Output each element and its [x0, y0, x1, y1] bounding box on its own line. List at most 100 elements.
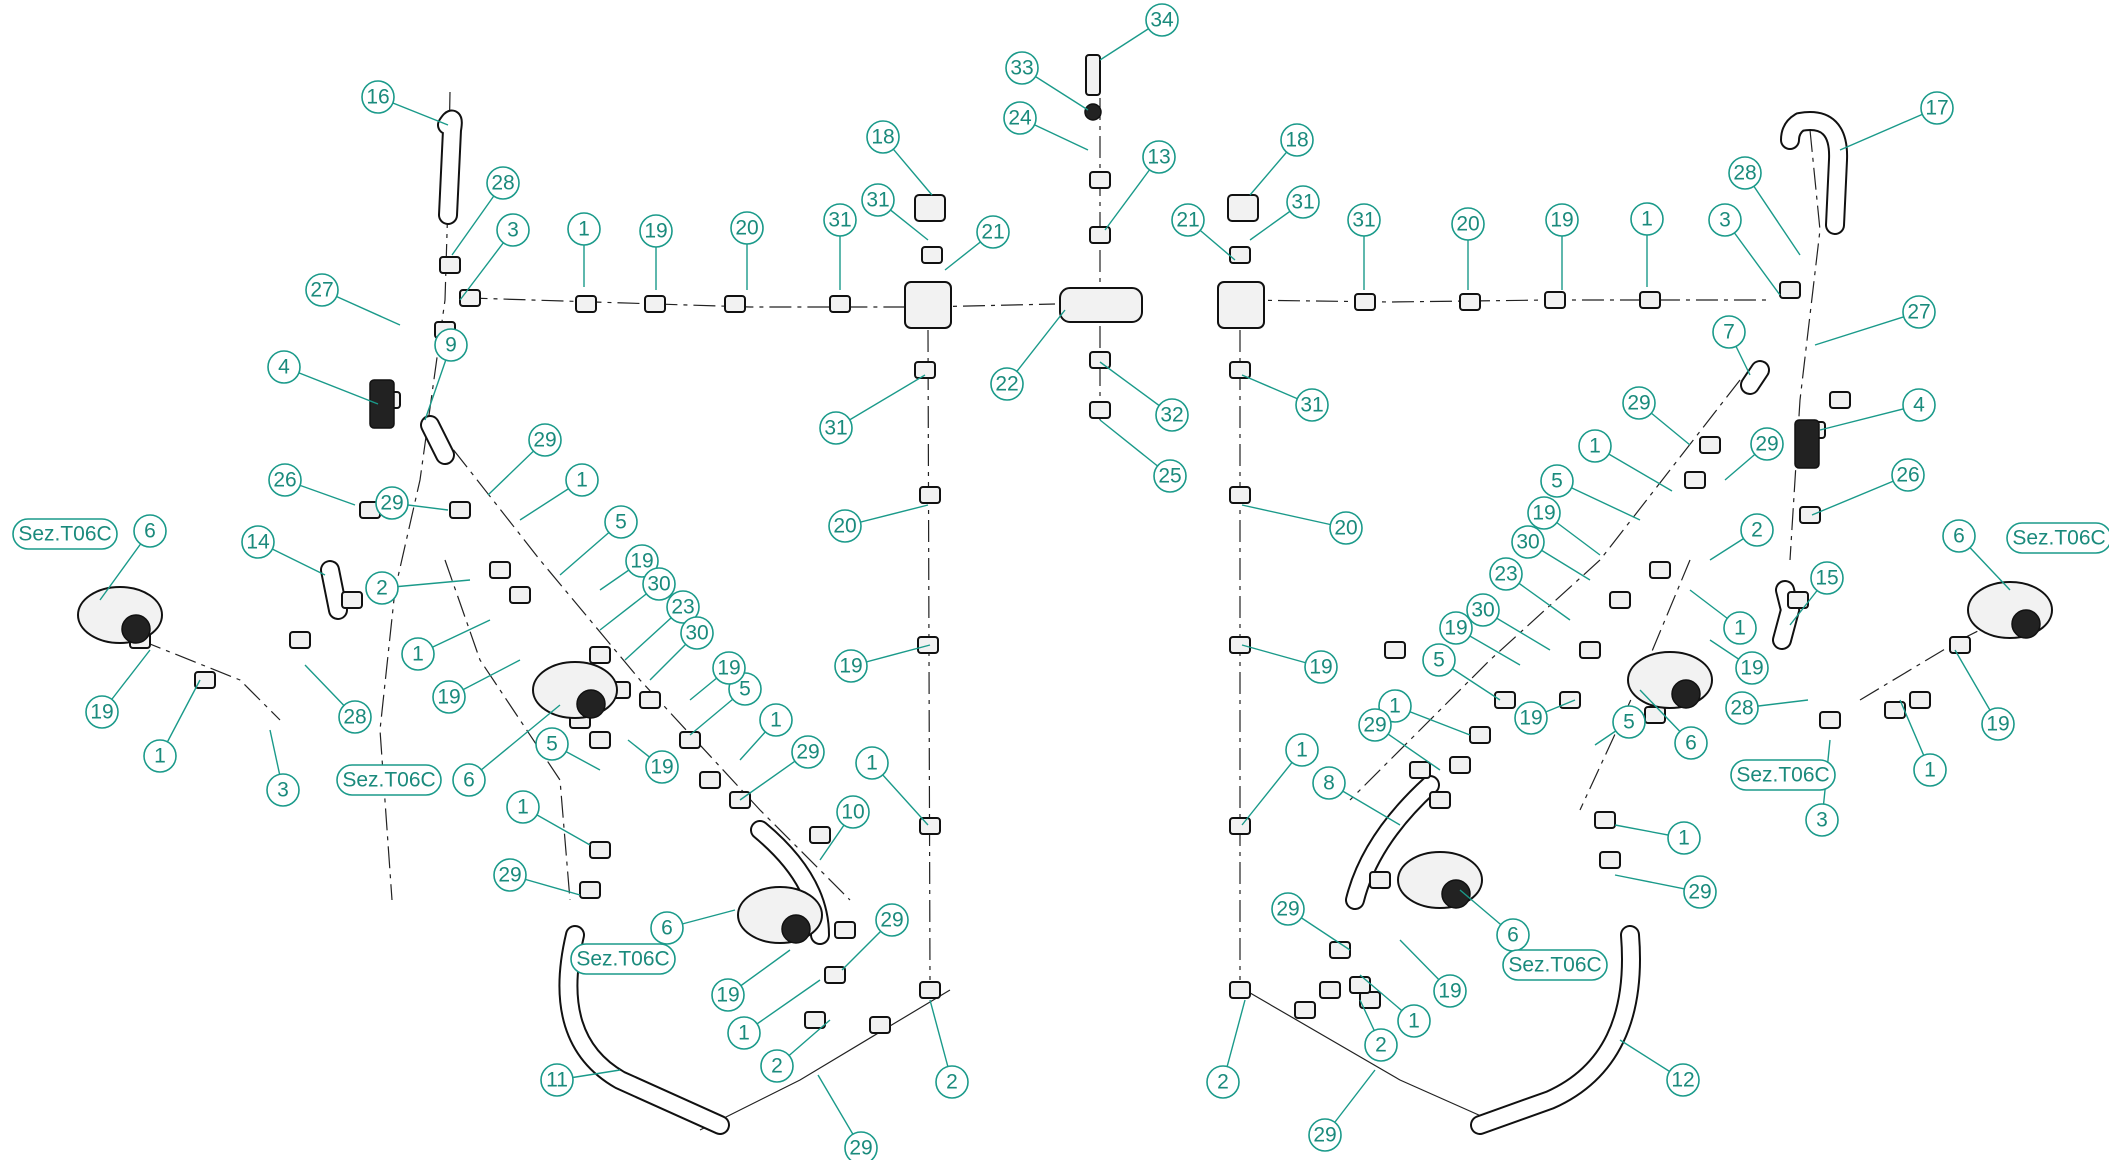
callout-29: 29	[1358, 708, 1392, 742]
fitting-1	[575, 295, 597, 313]
callout-circle	[85, 695, 119, 729]
axis-line	[139, 639, 281, 721]
callout-28: 28	[486, 166, 520, 200]
fitting-16	[1229, 636, 1251, 654]
callout-1: 1	[1723, 611, 1757, 645]
valve-4-right	[1794, 419, 1820, 469]
callout-21: 21	[976, 215, 1010, 249]
callout-3: 3	[496, 213, 530, 247]
callout-number: 9	[445, 334, 457, 357]
fitting-68	[1949, 636, 1971, 654]
fitting-49	[1787, 591, 1809, 609]
callout-6: 6	[133, 514, 167, 548]
callout-7: 7	[1712, 315, 1746, 349]
callout-number: 6	[144, 520, 156, 543]
callout-number: 14	[246, 531, 270, 554]
callout-30: 30	[1466, 593, 1500, 627]
callout-circle	[730, 211, 764, 245]
valve-4-left	[369, 379, 395, 429]
callout-5: 5	[1612, 705, 1646, 739]
nozzle-outlet-2	[781, 914, 811, 944]
fitting-18	[1229, 981, 1251, 999]
callout-number: 4	[1913, 394, 1925, 417]
callout-number: 19	[1438, 980, 1461, 1003]
callout-circle	[1578, 429, 1612, 463]
callout-10: 10	[836, 795, 870, 829]
callout-circle	[266, 773, 300, 807]
nozzle-outlet-4	[1441, 879, 1471, 909]
callout-29: 29	[375, 486, 409, 520]
callout-number: 1	[1641, 208, 1653, 231]
fitting-24	[1354, 293, 1376, 311]
callout-33: 33	[1005, 51, 1039, 85]
fitting-0	[459, 289, 481, 307]
callout-20: 20	[1329, 511, 1363, 545]
axis-line	[1244, 989, 1491, 1121]
callout-1: 1	[567, 212, 601, 246]
callout-circle	[1728, 156, 1762, 190]
callout-circle	[844, 1131, 878, 1160]
callout-number: 34	[1150, 9, 1174, 32]
callout-31: 31	[823, 203, 857, 237]
callout-circle	[1285, 733, 1319, 767]
callout-number: 1	[1296, 739, 1308, 762]
callout-circle	[1358, 708, 1392, 742]
axis-line	[927, 329, 931, 981]
callout-number: 4	[278, 356, 290, 379]
callout-29: 29	[1271, 892, 1305, 926]
section-ref-label: Sez.T06C	[2012, 527, 2105, 550]
callout-19: 19	[645, 750, 679, 784]
callout-6: 6	[1942, 519, 1976, 553]
callout-18: 18	[866, 120, 900, 154]
callout-31: 31	[1286, 185, 1320, 219]
leader-27-83	[1814, 311, 1920, 346]
callout-circle	[1206, 1065, 1240, 1099]
callout-circle	[976, 215, 1010, 249]
callout-1: 1	[1630, 202, 1664, 236]
callout-circle	[1003, 101, 1037, 135]
callout-circle	[267, 350, 301, 384]
callout-28: 28	[1725, 691, 1759, 725]
callout-number: 10	[841, 801, 864, 824]
callout-number: 19	[650, 756, 673, 779]
fitting-71	[589, 731, 611, 749]
nozzle-outlet-0	[121, 614, 151, 644]
callout-number: 29	[1363, 714, 1386, 737]
callout-number: 5	[1623, 711, 1635, 734]
callout-29: 29	[791, 735, 825, 769]
callout-number: 19	[437, 686, 460, 709]
callout-circle	[1171, 203, 1205, 237]
callout-circle	[1155, 398, 1189, 432]
callout-circle	[1005, 51, 1039, 85]
callout-number: 12	[1671, 1069, 1694, 1092]
callout-number: 19	[1740, 657, 1763, 680]
callout-1: 1	[1578, 429, 1612, 463]
callout-circle	[1750, 427, 1784, 461]
fitting-38	[489, 561, 511, 579]
callout-circle	[1545, 203, 1579, 237]
callout-19: 19	[432, 680, 466, 714]
fitting-76	[824, 966, 846, 984]
callout-11: 11	[540, 1063, 574, 1097]
callout-circle	[861, 183, 895, 217]
callout-circle	[855, 746, 889, 780]
callout-circle	[1489, 557, 1523, 591]
hose-15-inner	[1774, 582, 1799, 648]
callout-circle	[819, 411, 853, 445]
callout-14: 14	[241, 525, 275, 559]
callout-number: 19	[90, 701, 113, 724]
callout-number: 2	[771, 1055, 783, 1078]
callout-number: 28	[491, 172, 514, 195]
callout-circle	[1422, 643, 1456, 677]
callout-1: 1	[143, 739, 177, 773]
callout-number: 1	[770, 709, 782, 732]
callout-circle	[1630, 202, 1664, 236]
fitting-4	[829, 295, 851, 313]
callout-1: 1	[1285, 733, 1319, 767]
fitting-69	[1819, 711, 1841, 729]
axis-line	[1789, 129, 1821, 561]
callout-1: 1	[727, 1016, 761, 1050]
adapter-18-left	[914, 194, 946, 222]
fitting-12	[1229, 246, 1251, 264]
